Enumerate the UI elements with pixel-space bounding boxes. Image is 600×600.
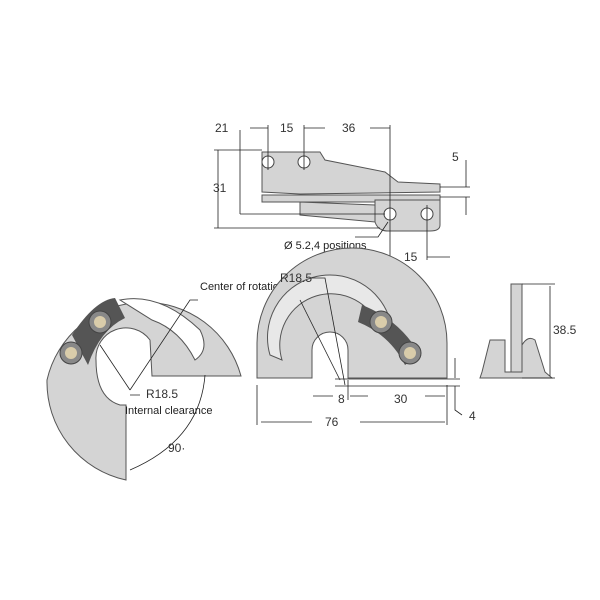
pin-icon [65, 347, 77, 359]
left-rotation-view [46, 298, 242, 481]
dim-38-5: 38.5 [553, 323, 577, 337]
dim-8: 8 [338, 392, 345, 406]
angle-90: 90· [168, 441, 185, 455]
pin-icon [94, 316, 106, 328]
dim-5: 5 [452, 150, 459, 164]
dim-31: 31 [213, 181, 227, 195]
center-of-rotation-label: Center of rotation [200, 281, 285, 293]
pin-icon [404, 347, 416, 359]
radius-middle: R18.5 [280, 271, 312, 285]
pin-icon [375, 316, 387, 328]
dim-30: 30 [394, 392, 408, 406]
side-hinge-view [479, 283, 555, 379]
dim-21: 21 [215, 121, 229, 135]
dim-36: 36 [342, 121, 356, 135]
radius-left: R18.5 [146, 387, 178, 401]
middle-hinge-view [256, 247, 463, 425]
top-hinge-view [214, 125, 470, 260]
dim-15-top: 15 [280, 121, 294, 135]
dim-4: 4 [469, 409, 476, 423]
internal-clearance-label: Internal clearance [125, 405, 212, 417]
dim-15-bottom: 15 [404, 250, 418, 264]
dim-76: 76 [325, 415, 339, 429]
